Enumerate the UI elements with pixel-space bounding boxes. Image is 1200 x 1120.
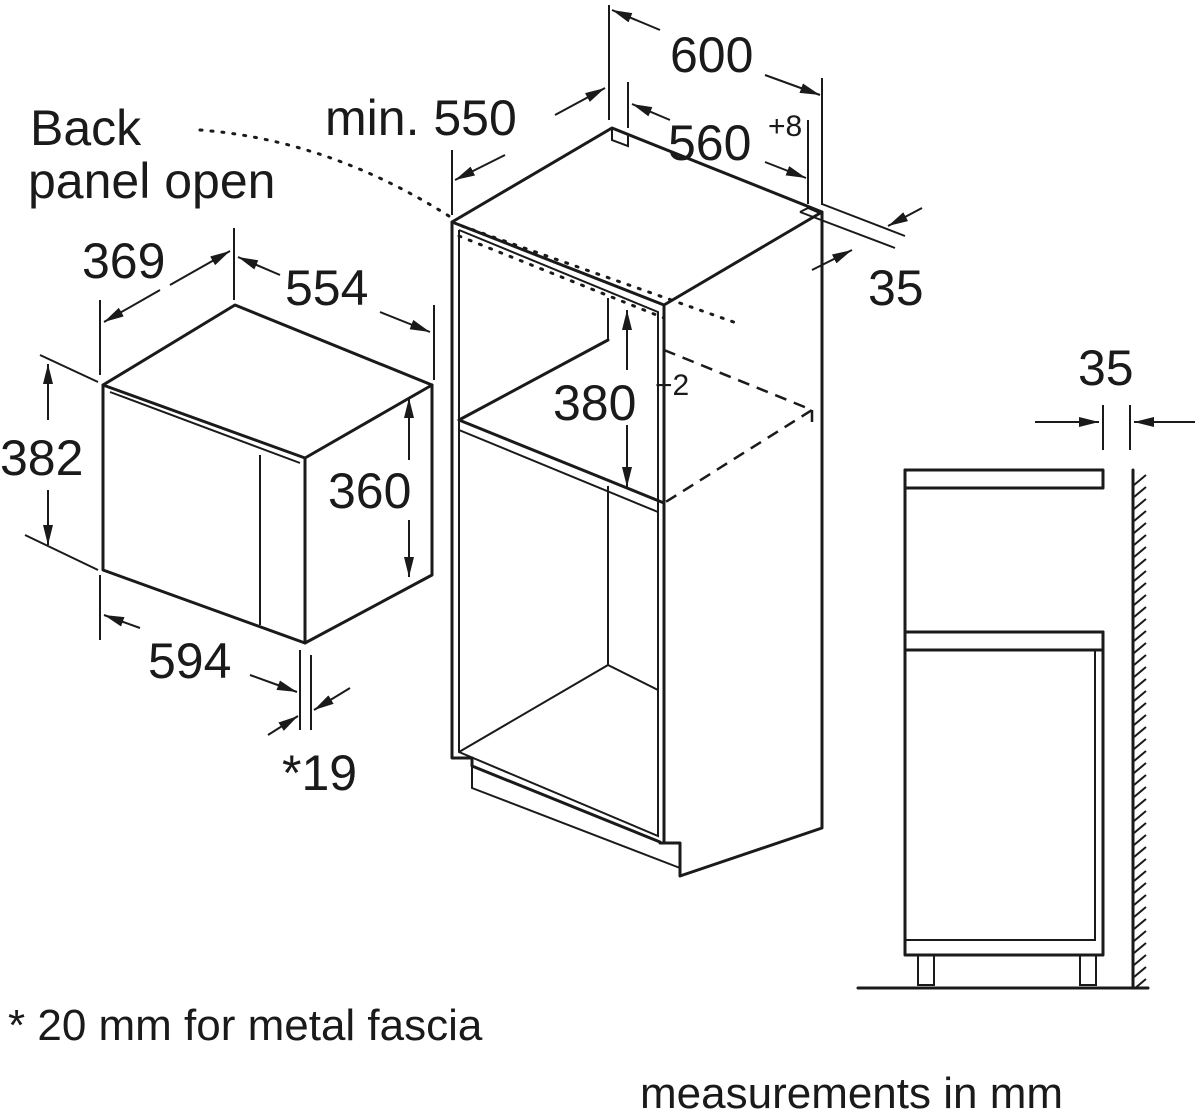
hatch-line — [1133, 774, 1147, 786]
hatch-line — [1133, 846, 1147, 858]
width-560-label: 560 — [668, 115, 751, 171]
hatch-line — [1133, 474, 1147, 486]
hatch-line — [1133, 750, 1147, 762]
niche-height-380-label: 380 — [553, 375, 636, 431]
hatch-line — [1133, 642, 1147, 654]
hatch-line — [1133, 654, 1147, 666]
hatch-line — [1133, 498, 1147, 510]
hatch-line — [1133, 486, 1147, 498]
hatch-line — [1133, 966, 1147, 978]
footnote-metal-fascia: * 20 mm for metal fascia — [8, 1001, 483, 1050]
microwave-appliance — [101, 303, 434, 645]
clearance-35-side-label: 35 — [1078, 340, 1134, 396]
microwave-dimensions — [24, 228, 435, 736]
wall-hatching — [1133, 474, 1147, 990]
depth-369-label: 369 — [82, 233, 165, 289]
hatch-line — [1133, 558, 1147, 570]
min-depth-550-label: min. 550 — [325, 90, 517, 146]
hatch-line — [1133, 930, 1147, 942]
hatch-line — [1133, 942, 1147, 954]
back-panel-label-line1: Back — [30, 100, 142, 156]
hatch-line — [1133, 690, 1147, 702]
hatch-line — [1133, 810, 1147, 822]
width-594-label: 594 — [148, 633, 231, 689]
hatch-line — [1133, 786, 1147, 798]
tall-cabinet — [450, 126, 824, 878]
clearance-35-top-label: 35 — [868, 260, 924, 316]
hatch-line — [1133, 762, 1147, 774]
hatch-line — [1133, 570, 1147, 582]
height-360-label: 360 — [328, 463, 411, 519]
hatch-line — [1133, 678, 1147, 690]
hatch-line — [1133, 894, 1147, 906]
width-560-tolerance: +8 — [768, 110, 802, 143]
fascia-19-label: *19 — [282, 745, 357, 801]
hatch-line — [1133, 714, 1147, 726]
hatch-line — [1133, 798, 1147, 810]
hatch-line — [1133, 978, 1147, 990]
hatch-line — [1133, 918, 1147, 930]
units-note: measurements in mm — [640, 1069, 1063, 1118]
hatch-line — [1133, 594, 1147, 606]
height-382-label: 382 — [0, 430, 83, 486]
side-section-view — [856, 405, 1195, 990]
depth-554-label: 554 — [285, 260, 368, 316]
hatch-line — [1133, 582, 1147, 594]
hatch-line — [1133, 618, 1147, 630]
hatch-line — [1133, 726, 1147, 738]
width-600-label: 600 — [670, 27, 753, 83]
hatch-line — [1133, 534, 1147, 546]
cabinet-guides — [198, 128, 815, 505]
niche-height-tolerance: +2 — [655, 369, 689, 402]
hatch-line — [1133, 822, 1147, 834]
cabinet-dimensions — [451, 5, 923, 487]
hatch-line — [1133, 882, 1147, 894]
hatch-line — [1133, 702, 1147, 714]
hatch-line — [1133, 630, 1147, 642]
back-panel-label-line2: panel open — [28, 153, 275, 209]
hatch-line — [1133, 870, 1147, 882]
hatch-line — [1133, 858, 1147, 870]
hatch-line — [1133, 738, 1147, 750]
hatch-line — [1133, 510, 1147, 522]
hatch-line — [1133, 954, 1147, 966]
hatch-line — [1133, 546, 1147, 558]
hatch-line — [1133, 834, 1147, 846]
hatch-line — [1133, 906, 1147, 918]
hatch-line — [1133, 522, 1147, 534]
hatch-line — [1133, 666, 1147, 678]
hatch-line — [1133, 606, 1147, 618]
